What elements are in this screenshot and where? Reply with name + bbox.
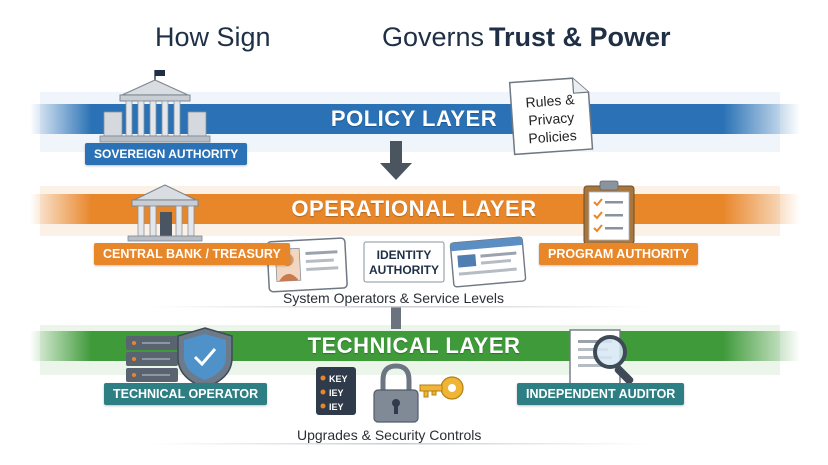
identity-authority-line-1: IDENTITY [377, 248, 432, 262]
technical-layer-label: TECHNICAL LAYER [0, 333, 828, 359]
policy-layer-label: POLICY LAYER [0, 106, 828, 132]
page-title-part-2: Governs [382, 22, 484, 53]
central-bank-badge: CENTRAL BANK / TREASURY [94, 243, 290, 265]
program-authority-badge: PROGRAM AUTHORITY [539, 243, 698, 265]
key-icon [420, 377, 463, 399]
technical-divider [150, 443, 650, 445]
page-title-part-3: Trust & Power [489, 22, 671, 53]
operational-layer-label: OPERATIONAL LAYER [0, 196, 828, 222]
credential-card-icon [450, 237, 526, 287]
key-tag-label-1: KEY [329, 374, 348, 384]
key-tag-label-2: IEY [329, 388, 344, 398]
operational-caption: System Operators & Service Levels [283, 290, 504, 306]
technical-caption: Upgrades & Security Controls [297, 427, 481, 443]
identity-authority-line-2: AUTHORITY [369, 263, 439, 277]
key-tag-label-3: IEY [329, 402, 344, 412]
sovereign-authority-badge: SOVEREIGN AUTHORITY [85, 143, 247, 165]
page-title-part-1: How Sign [155, 22, 271, 53]
operational-divider [150, 306, 650, 308]
layer-connector [391, 307, 401, 329]
independent-auditor-badge: INDEPENDENT AUDITOR [517, 383, 684, 405]
technical-operator-badge: TECHNICAL OPERATOR [104, 383, 267, 405]
